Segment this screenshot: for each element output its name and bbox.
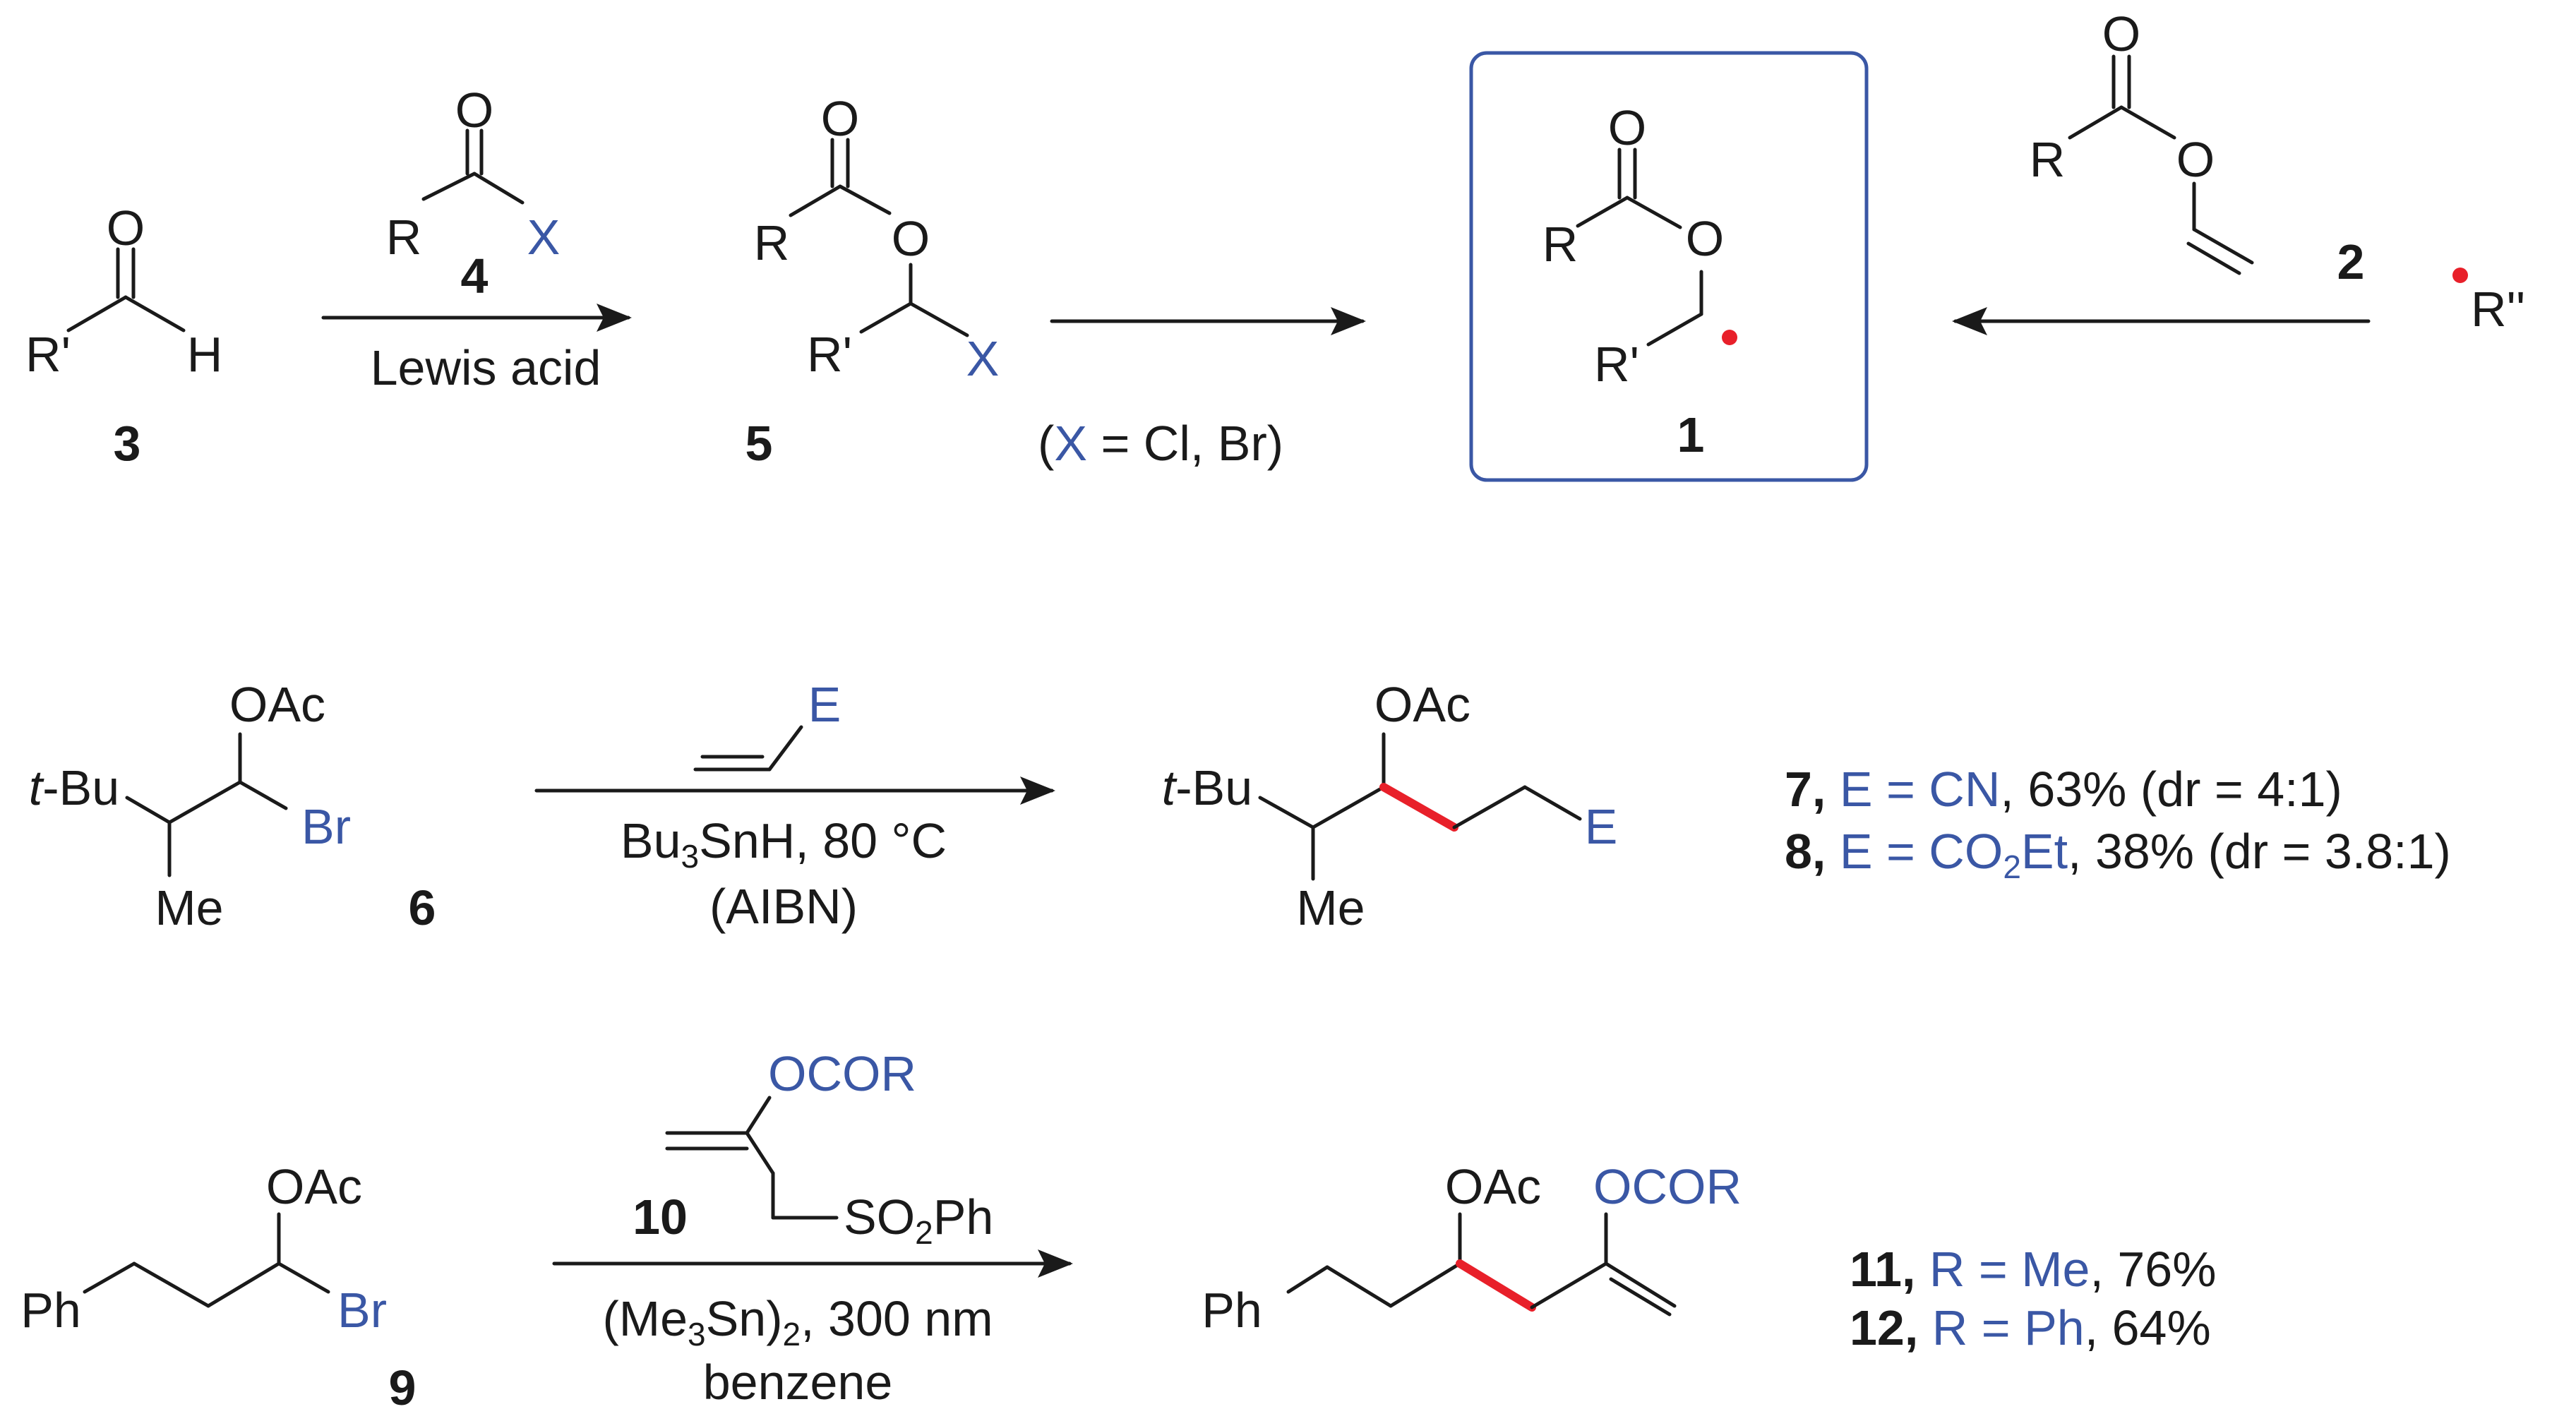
highlight-box-compound-1 (1469, 51, 1869, 482)
condition-x-definition: (X = Cl, Br) (1038, 416, 1283, 471)
atom-label-R-double-prime: R'' (2471, 282, 2525, 337)
compound-3-aldehyde: O R' H 3 (25, 200, 222, 471)
atom-label-tBu: t-Bu (29, 760, 119, 815)
compound-number-10: 10 (633, 1189, 688, 1245)
condition-bu3snh: Bu3SnH, 80 °C (621, 813, 947, 875)
compound-number-4: 4 (461, 248, 489, 304)
condition-me3sn-irradiation: (Me3Sn)2, 300 nm (602, 1291, 993, 1353)
atom-label-R-prime: R' (807, 327, 852, 382)
radical-dot (2452, 268, 2468, 283)
atom-label-Me: Me (155, 880, 223, 935)
atom-label-O-ester: O (2176, 132, 2215, 187)
radical-dot (1722, 330, 1737, 345)
atom-label-O-ester: O (1686, 211, 1724, 266)
atom-label-Ph: Ph (20, 1283, 81, 1338)
atom-label-OAc: OAc (1445, 1159, 1541, 1214)
product-7-8: OAc t-Bu E Me (1162, 677, 1618, 935)
compound-number-2: 2 (2337, 234, 2365, 289)
compound-number-6: 6 (409, 880, 436, 935)
new-bond-highlight (1379, 783, 1458, 832)
atom-label-SO2Ph: SO2Ph (844, 1189, 993, 1251)
atom-label-OCOR: OCOR (768, 1046, 916, 1101)
atom-label-Br: Br (301, 799, 351, 854)
atom-label-O-ester: O (892, 211, 930, 266)
compound-10-allyl-sulfone: OCOR SO2Ph 10 (633, 1046, 993, 1251)
atom-label-OAc: OAc (1374, 677, 1470, 732)
condition-lewis-acid: Lewis acid (371, 340, 601, 395)
radical-R-double-prime: R'' (2452, 268, 2525, 337)
atom-label-OAc: OAc (266, 1159, 362, 1214)
reagent-acrylic-acceptor: E (693, 677, 841, 772)
atom-label-E: E (1585, 799, 1618, 854)
compound-4-acyl-halide: O R X 4 (386, 83, 561, 304)
atom-label-R: R (2030, 132, 2066, 187)
result-11: 11, R = Me, 76% (1850, 1242, 2216, 1297)
compound-number-5: 5 (745, 416, 773, 471)
atom-label-O: O (455, 83, 493, 138)
atom-label-R: R (1542, 217, 1578, 272)
atom-label-OCOR: OCOR (1593, 1159, 1742, 1214)
atom-label-H: H (187, 327, 223, 382)
atom-label-O: O (2102, 6, 2140, 61)
atom-label-R: R (386, 210, 422, 265)
atom-label-O: O (107, 200, 145, 256)
atom-label-Br: Br (337, 1283, 387, 1338)
result-8: 8, E = CO2Et, 38% (dr = 3.8:1) (1785, 824, 2451, 885)
atom-label-OAc: OAc (229, 677, 325, 732)
atom-label-R-prime: R' (25, 327, 71, 382)
compound-1-radical: O R O R' 1 (1542, 100, 1737, 462)
compound-number-9: 9 (389, 1360, 417, 1415)
compound-number-1: 1 (1677, 407, 1705, 462)
atom-label-O: O (821, 91, 859, 146)
condition-benzene: benzene (703, 1355, 893, 1410)
compound-2-vinyl-ester: O R O 2 (2030, 6, 2365, 289)
atom-label-E: E (808, 677, 841, 732)
compound-9-bromide: OAc Ph Br 9 (20, 1159, 416, 1415)
result-7: 7, E = CN, 63% (dr = 4:1) (1785, 762, 2342, 817)
atom-label-X: X (966, 331, 1000, 386)
atom-label-Me: Me (1296, 880, 1365, 935)
atom-label-R: R (754, 215, 790, 270)
compound-5-haloester: O R O R' X 5 (745, 91, 1000, 471)
compound-number-3: 3 (114, 416, 141, 471)
atom-label-Ph: Ph (1202, 1283, 1262, 1338)
atom-label-X: X (527, 210, 561, 265)
atom-label-O: O (1608, 100, 1646, 155)
result-12: 12, R = Ph, 64% (1850, 1300, 2211, 1355)
atom-label-tBu: t-Bu (1162, 760, 1252, 815)
condition-aibn: (AIBN) (709, 879, 858, 934)
new-bond-highlight (1456, 1259, 1536, 1312)
compound-6-bromide: OAc t-Bu Br Me 6 (29, 677, 436, 935)
product-11-12: OAc OCOR Ph (1202, 1159, 1742, 1338)
atom-label-R-prime: R' (1594, 337, 1639, 392)
